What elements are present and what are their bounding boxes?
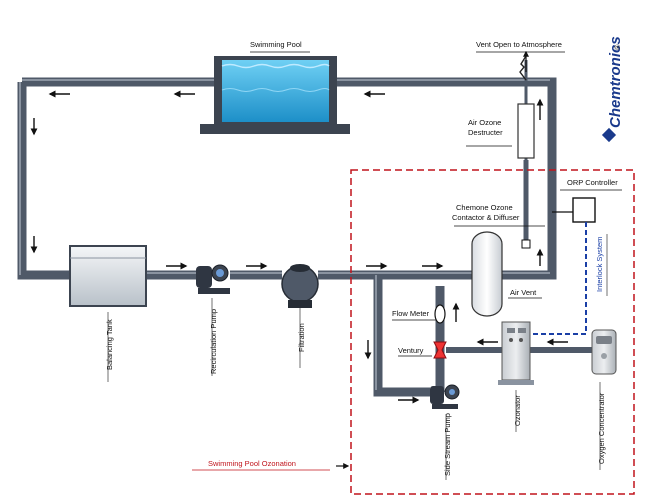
venturi-label: Ventury	[398, 346, 424, 355]
venturi: Ventury	[398, 341, 447, 359]
air-vent-valve	[521, 239, 531, 249]
destructer-body	[517, 103, 535, 159]
orp-controller: ORP Controller Interlock System	[530, 178, 622, 335]
filtration-vessel: Filtration	[281, 264, 319, 368]
tank-body	[69, 245, 147, 307]
brand-name: Chemtronics	[607, 36, 624, 128]
air-vent-label: Air Vent	[510, 288, 537, 297]
brand-mark: ®	[613, 44, 622, 50]
destructer-label-1: Air Ozone	[468, 118, 501, 127]
contactor-vessel	[471, 231, 503, 317]
interlock-label: Interlock System	[595, 237, 604, 292]
contactor-label-2: Contactor & Diffuser	[452, 213, 520, 222]
ozonation-boundary	[350, 169, 635, 495]
oxygen-concentrator: Oxygen Concentrator	[591, 329, 617, 470]
pump-motor	[196, 266, 212, 288]
swimming-pool: Swimming Pool	[200, 40, 350, 134]
ozonator: Ozonator	[498, 321, 534, 432]
flow-arrows	[30, 90, 568, 404]
ozonator-label: Ozonator	[513, 395, 522, 426]
oxygen-concentrator-label: Oxygen Concentrator	[597, 392, 606, 464]
recirculation-pump-label: Recirculation Pump	[209, 309, 218, 374]
vent-label: Vent Open to Atmosphere	[476, 40, 562, 49]
pipe-top-right	[337, 77, 557, 130]
pipe-sidestream-down	[373, 275, 430, 397]
orp-controller-box	[572, 197, 596, 223]
balancing-tank-label: Balancing Tank	[105, 319, 114, 370]
section-title: Swimming Pool Ozonation	[192, 459, 350, 471]
section-title-label: Swimming Pool Ozonation	[208, 459, 296, 468]
interlock-line	[530, 222, 587, 335]
contactor-label-1: Chemone Ozone	[456, 203, 513, 212]
ozone-contactor: Chemone Ozone Contactor & Diffuser Air V…	[452, 203, 545, 317]
swimming-pool-label: Swimming Pool	[250, 40, 302, 49]
pipe-left-riser	[17, 82, 70, 280]
recirculation-pump: Recirculation Pump	[196, 264, 230, 376]
air-ozone-destructer: Vent Open to Atmosphere Air Ozone Destru…	[466, 40, 565, 160]
orp-controller-label: ORP Controller	[567, 178, 618, 187]
destructer-label-2: Destructer	[468, 128, 503, 137]
pipe-highlights	[19, 79, 550, 390]
flow-meter-label: Flow Meter	[392, 309, 430, 318]
pipe-contactor-return	[500, 130, 557, 280]
side-stream-pump-label: Side Stream Pump	[443, 413, 452, 476]
balancing-tank: Balancing Tank	[69, 245, 147, 382]
flow-meter: Flow Meter	[392, 304, 446, 324]
brand-logo: Chemtronics ®	[601, 36, 624, 143]
pipe-network	[17, 77, 592, 397]
side-stream-pump: Side Stream Pump	[430, 384, 460, 480]
filtration-label: Filtration	[297, 323, 306, 352]
